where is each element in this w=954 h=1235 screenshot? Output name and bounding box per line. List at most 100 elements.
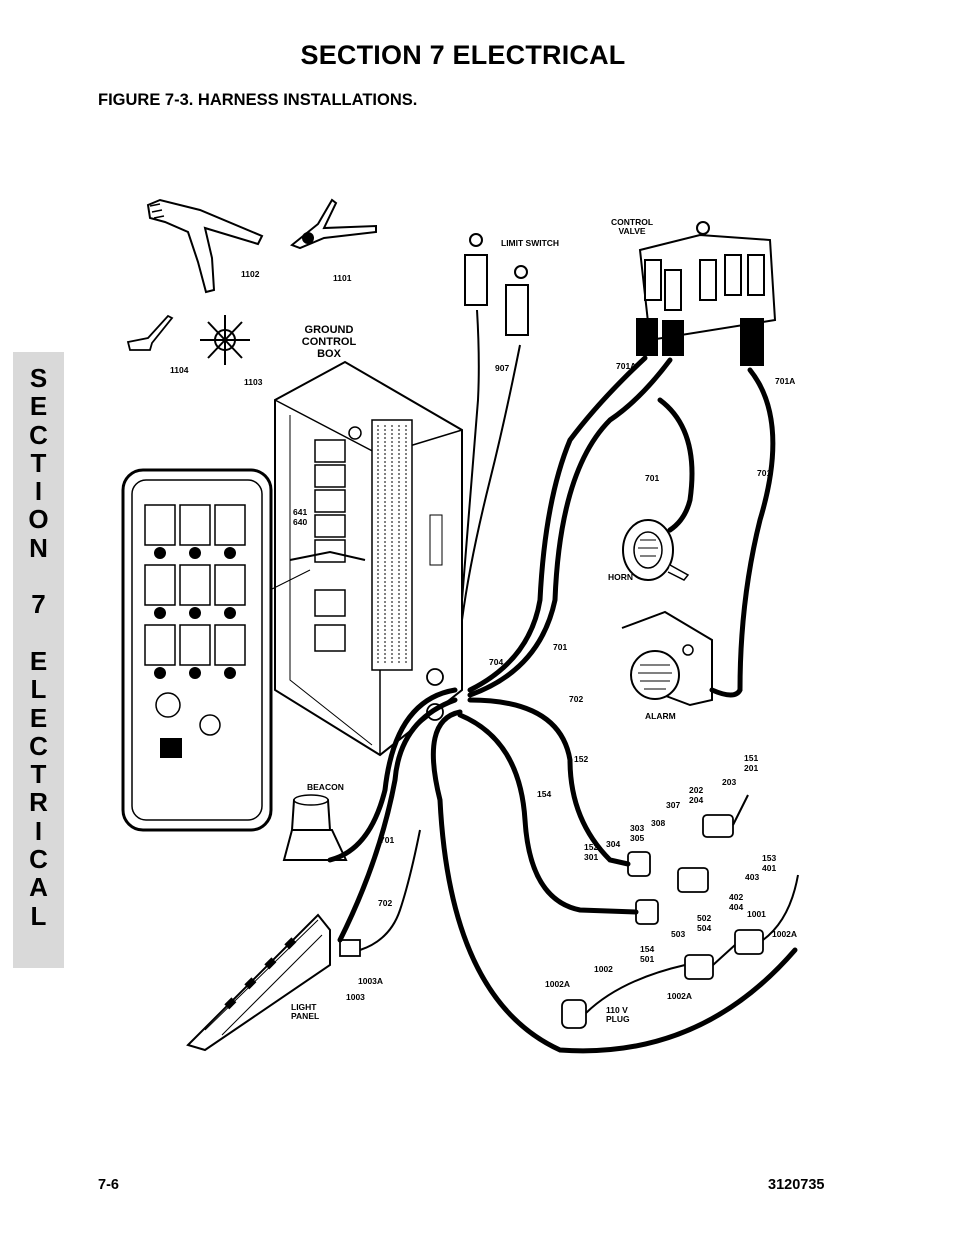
harness-connectors (339, 668, 764, 1029)
control-valve (636, 221, 777, 366)
harness-wires (269, 309, 799, 1054)
label-110v-plug-2: PLUG (606, 1014, 630, 1024)
side-tab-letter: A (29, 872, 48, 903)
side-tab-letter: O (28, 504, 49, 535)
light-panel (186, 913, 331, 1052)
callout-305: 305 (630, 833, 644, 843)
page-number: 7-6 (98, 1177, 119, 1193)
limit-switch (464, 233, 529, 336)
callout-201: 201 (744, 763, 758, 773)
callout-503: 503 (671, 929, 685, 939)
side-tab-letter: I (34, 815, 43, 846)
side-tab-letter: N (29, 532, 48, 563)
callout-401: 401 (762, 863, 776, 873)
side-tab-letter: T (30, 759, 47, 790)
label-110v-plug-1: 110 V (606, 1005, 628, 1015)
backup-alarm (621, 610, 713, 707)
horn (622, 519, 690, 581)
label-ground-control-box-3: BOX (317, 348, 342, 360)
callout-1002a-a: 1002A (772, 929, 797, 939)
side-tab-letter: S (29, 363, 48, 393)
callout-701-c: 701 (553, 642, 567, 652)
ground-control-box (274, 360, 463, 757)
callout-701-b: 701 (757, 468, 771, 478)
side-tab-letter: E (29, 645, 48, 676)
callout-152-a: 152 (574, 754, 588, 764)
callout-154-a: 154 (537, 789, 551, 799)
side-tab-letter: L (30, 900, 47, 931)
callout-1003a: 1003A (358, 976, 383, 986)
side-tab-letter: E (29, 702, 48, 733)
callout-701a-left: 701A (616, 361, 636, 371)
callout-403: 403 (745, 872, 759, 882)
callout-304: 304 (606, 839, 620, 849)
callout-404: 404 (729, 902, 743, 912)
callout-204: 204 (689, 795, 703, 805)
control-panel-faceplate (121, 468, 273, 832)
label-control-valve-2: VALVE (618, 226, 645, 236)
diagram-labels: 1102 1101 1104 1103 GROUND CONTROL BOX L… (170, 217, 797, 1024)
callout-203: 203 (722, 777, 736, 787)
section-title: SECTION 7 ELECTRICAL (300, 40, 626, 70)
wire-stripper-illustration (290, 198, 377, 250)
crimp-tool-illustration (146, 198, 264, 294)
callout-1002: 1002 (594, 964, 613, 974)
beacon (282, 794, 348, 861)
callout-502: 502 (697, 913, 711, 923)
callout-151: 151 (744, 753, 758, 763)
label-alarm: ALARM (645, 711, 676, 721)
callout-1001: 1001 (747, 909, 766, 919)
label-ground-control-box-1: GROUND (305, 324, 354, 336)
callout-1002a-c: 1002A (667, 991, 692, 1001)
callout-307: 307 (666, 800, 680, 810)
document-number: 3120735 (768, 1177, 825, 1193)
side-tab-letter: C (29, 730, 48, 761)
insertion-tool-illustration (200, 315, 250, 365)
callout-702-b: 702 (378, 898, 392, 908)
callout-702-a: 702 (569, 694, 583, 704)
callout-202: 202 (689, 785, 703, 795)
side-tab-letter: L (30, 674, 47, 705)
callout-1102: 1102 (241, 269, 260, 279)
callout-907: 907 (495, 363, 509, 373)
label-control-valve-1: CONTROL (611, 217, 653, 227)
side-tab-letter: E (29, 391, 48, 422)
callout-153: 153 (762, 853, 776, 863)
callout-303: 303 (630, 823, 644, 833)
callout-301: 301 (584, 852, 598, 862)
callout-1103: 1103 (244, 377, 263, 387)
callout-641: 641 (293, 507, 307, 517)
callout-701-a: 701 (645, 473, 659, 483)
callout-1002a-b: 1002A (545, 979, 570, 989)
pin-extractor-illustration (126, 314, 174, 351)
callout-308: 308 (651, 818, 665, 828)
callout-640: 640 (293, 517, 307, 527)
callout-501: 501 (640, 954, 654, 964)
figure-title: FIGURE 7-3. HARNESS INSTALLATIONS. (98, 91, 418, 109)
callout-402: 402 (729, 892, 743, 902)
callout-1104: 1104 (170, 365, 189, 375)
side-tab-letter: T (30, 447, 47, 478)
callout-154-b: 154 (640, 944, 654, 954)
callout-1101: 1101 (333, 273, 352, 283)
callout-152-b: 152 (584, 842, 598, 852)
side-tab-letter: 7 (31, 589, 46, 620)
callout-1003: 1003 (346, 992, 365, 1002)
label-ground-control-box-2: CONTROL (302, 336, 357, 348)
label-beacon: BEACON (307, 782, 344, 792)
side-tab-letter: R (29, 787, 48, 818)
callout-701-d: 701 (380, 835, 394, 845)
side-tab-letter: C (29, 419, 48, 450)
callout-704: 704 (489, 657, 503, 667)
label-light-panel-2: PANEL (291, 1011, 319, 1021)
callout-701a-right: 701A (775, 376, 795, 386)
label-horn: HORN (608, 572, 633, 582)
label-limit-switch: LIMIT SWITCH (501, 238, 559, 248)
callout-504: 504 (697, 923, 711, 933)
side-tab-letter: C (29, 844, 48, 875)
side-tab-letter: I (34, 476, 43, 507)
label-light-panel-1: LIGHT (291, 1002, 317, 1012)
